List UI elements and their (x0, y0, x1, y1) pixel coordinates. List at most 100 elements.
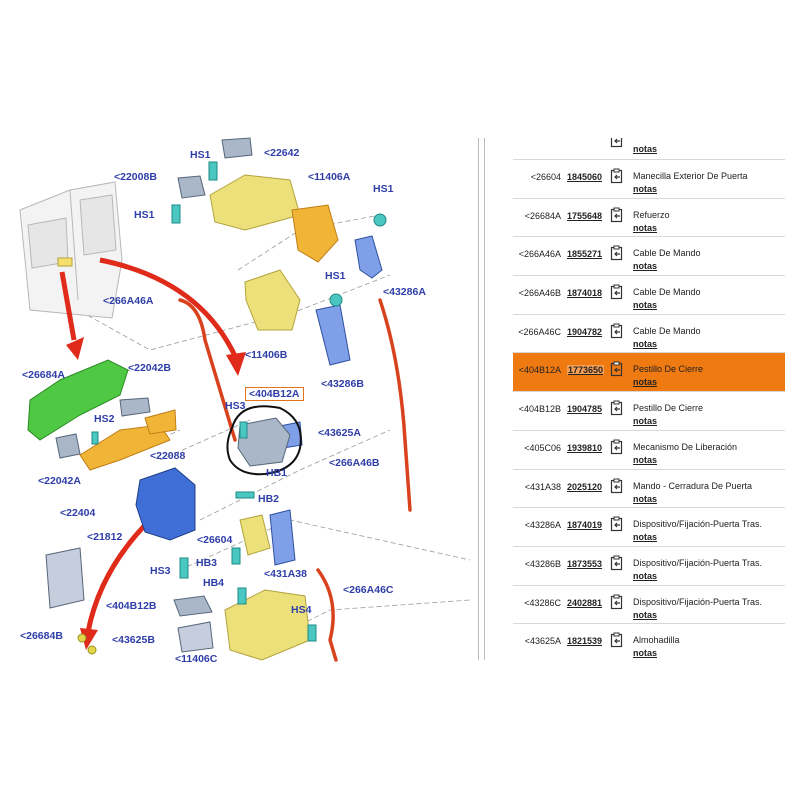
callout-hb4[interactable]: HB4 (203, 577, 225, 589)
callout-11406b[interactable]: <11406B (245, 349, 288, 361)
callout-26604[interactable]: <26604 (197, 534, 233, 546)
part-number-link[interactable]: 2402881 (567, 597, 603, 608)
clipboard-arrow-icon[interactable] (610, 361, 624, 377)
part-number-link[interactable]: 1845060 (567, 172, 603, 182)
part-number-link[interactable]: 1904782 (567, 326, 603, 337)
notes-link[interactable]: notas (633, 184, 658, 194)
callout-266a46b[interactable]: <266A46B (329, 457, 380, 469)
notes-link[interactable]: notas (633, 300, 658, 311)
parts-row-selected[interactable]: <404B12A 1773650 Pestillo De Cierre nota… (513, 353, 785, 393)
callout-404b12a-highlighted[interactable]: <404B12A (245, 387, 304, 401)
notes-link[interactable]: notas (633, 144, 658, 154)
part-description: Dispositivo/Fijación-Puerta Tras. (633, 557, 763, 568)
parts-row[interactable]: <266A46C 1904782 Cable De Mando notas (513, 315, 785, 354)
callout-hs1[interactable]: HS1 (134, 209, 155, 221)
clipboard-arrow-icon[interactable] (610, 439, 624, 455)
parts-row[interactable]: <26684A 1755648 Refuerzo notas (513, 199, 785, 238)
callout-266a46a[interactable]: <266A46A (103, 295, 154, 307)
clipboard-arrow-icon[interactable] (610, 555, 624, 571)
clipboard-arrow-icon[interactable] (610, 284, 624, 300)
callout-hs3[interactable]: HS3 (150, 565, 171, 577)
callout-26684b[interactable]: <26684B (20, 630, 63, 642)
notes-link[interactable]: notas (633, 454, 658, 465)
callout-11406a[interactable]: <11406A (308, 171, 351, 183)
notes-link[interactable]: notas (633, 377, 658, 388)
callout-43625a[interactable]: <43625A (318, 427, 361, 439)
callout-hs3[interactable]: HS3 (225, 400, 246, 412)
part-number-link[interactable]: 1874018 (567, 288, 603, 299)
part-number-link[interactable]: 1873553 (567, 558, 603, 569)
callout-22642[interactable]: <22642 (264, 147, 300, 159)
notes-link[interactable]: notas (633, 493, 658, 504)
callout-hs1[interactable]: HS1 (373, 183, 394, 195)
clipboard-arrow-icon[interactable] (610, 323, 624, 339)
callout-266a46c[interactable]: <266A46C (343, 584, 394, 596)
parts-row[interactable]: <43286C 2402881 Dispositivo/Fijación-Pue… (513, 586, 785, 625)
part-number-link[interactable]: 1821539 (567, 636, 603, 647)
callout-11406c[interactable]: <11406C (175, 653, 218, 665)
part-description: Cable De Mando (633, 287, 701, 298)
parts-row[interactable]: <43625A 1821539 Almohadilla notas (513, 624, 785, 660)
notes-link[interactable]: notas (633, 648, 658, 659)
notes-link[interactable]: notas (633, 222, 658, 233)
parts-row[interactable]: <26604 1845060 Manecilla Exterior De Pue… (513, 160, 785, 199)
notes-link[interactable]: notas (633, 570, 658, 581)
green-reinforcement (27, 359, 129, 441)
callout-21812[interactable]: <21812 (87, 531, 123, 543)
panel-divider (484, 138, 485, 660)
part-description: Dispositivo/Fijación-Puerta Tras. (633, 519, 763, 530)
part-number-link[interactable]: 1855271 (567, 249, 603, 260)
callout-43625b[interactable]: <43625B (112, 634, 155, 646)
callout-43286b[interactable]: <43286B (321, 378, 364, 390)
part-code: <26684A (524, 210, 561, 221)
part-number-link[interactable]: 1773650 (567, 365, 605, 376)
callout-22088[interactable]: <22088 (150, 450, 186, 462)
notes-link[interactable]: notas (633, 416, 658, 427)
callout-22042b[interactable]: <22042B (128, 362, 171, 374)
clipboard-arrow-icon[interactable] (610, 245, 624, 261)
callout-hb1[interactable]: HB1 (266, 467, 288, 479)
notes-link[interactable]: notas (633, 261, 658, 272)
notes-link[interactable]: notas (633, 609, 658, 620)
clipboard-arrow-icon[interactable] (610, 138, 624, 148)
part-number-link[interactable]: 1874019 (567, 520, 603, 531)
callout-hs1[interactable]: HS1 (190, 149, 211, 161)
clipboard-arrow-icon[interactable] (610, 594, 624, 610)
parts-row[interactable]: <266A46B 1874018 Cable De Mando notas (513, 276, 785, 315)
callout-431a38[interactable]: <431A38 (264, 568, 307, 580)
part-number-link[interactable]: 1939810 (567, 442, 603, 453)
callout-hb2[interactable]: HB2 (258, 493, 280, 505)
clipboard-arrow-icon[interactable] (610, 478, 624, 494)
part-description: Mando - Cerradura De Puerta (633, 480, 753, 491)
clipboard-arrow-icon[interactable] (610, 168, 624, 184)
callout-hs4[interactable]: HS4 (291, 604, 312, 616)
part-number-link[interactable]: 1904785 (567, 404, 603, 415)
notes-link[interactable]: notas (633, 338, 658, 349)
clipboard-arrow-icon[interactable] (610, 207, 624, 223)
clipboard-arrow-icon[interactable] (610, 400, 624, 416)
parts-row[interactable]: <43286B 1873553 Dispositivo/Fijación-Pue… (513, 547, 785, 586)
parts-row[interactable]: <43286A 1874019 Dispositivo/Fijación-Pue… (513, 508, 785, 547)
callout-22404[interactable]: <22404 (60, 507, 96, 519)
clipboard-arrow-icon[interactable] (610, 632, 624, 648)
parts-row[interactable]: <266A46A 1855271 Cable De Mando notas (513, 237, 785, 277)
part-code: <266A46B (518, 288, 561, 299)
clipboard-arrow-icon[interactable] (610, 516, 624, 532)
callout-hs1[interactable]: HS1 (325, 270, 346, 282)
callout-404b12b[interactable]: <404B12B (106, 600, 157, 612)
parts-row-partial: notas (513, 138, 785, 160)
parts-row[interactable]: <431A38 2025120 Mando - Cerradura De Pue… (513, 470, 785, 509)
parts-row[interactable]: <405C06 1939810 Mecanismo De Liberación … (513, 431, 785, 470)
part-code: <404B12A (518, 365, 561, 376)
callout-hs2[interactable]: HS2 (94, 413, 115, 425)
callout-22008b[interactable]: <22008B (114, 171, 157, 183)
notes-link[interactable]: notas (633, 532, 658, 543)
part-number-link[interactable]: 2025120 (567, 481, 603, 492)
part-number-link[interactable]: 1755648 (567, 210, 603, 221)
callout-22042a[interactable]: <22042A (38, 475, 81, 487)
callout-26684a[interactable]: <26684A (22, 369, 65, 381)
callout-hb3[interactable]: HB3 (196, 557, 218, 569)
part-description: Manecilla Exterior De Puerta (633, 171, 748, 181)
callout-43286a[interactable]: <43286A (383, 286, 426, 298)
parts-row[interactable]: <404B12B 1904785 Pestillo De Cierre nota… (513, 392, 785, 431)
